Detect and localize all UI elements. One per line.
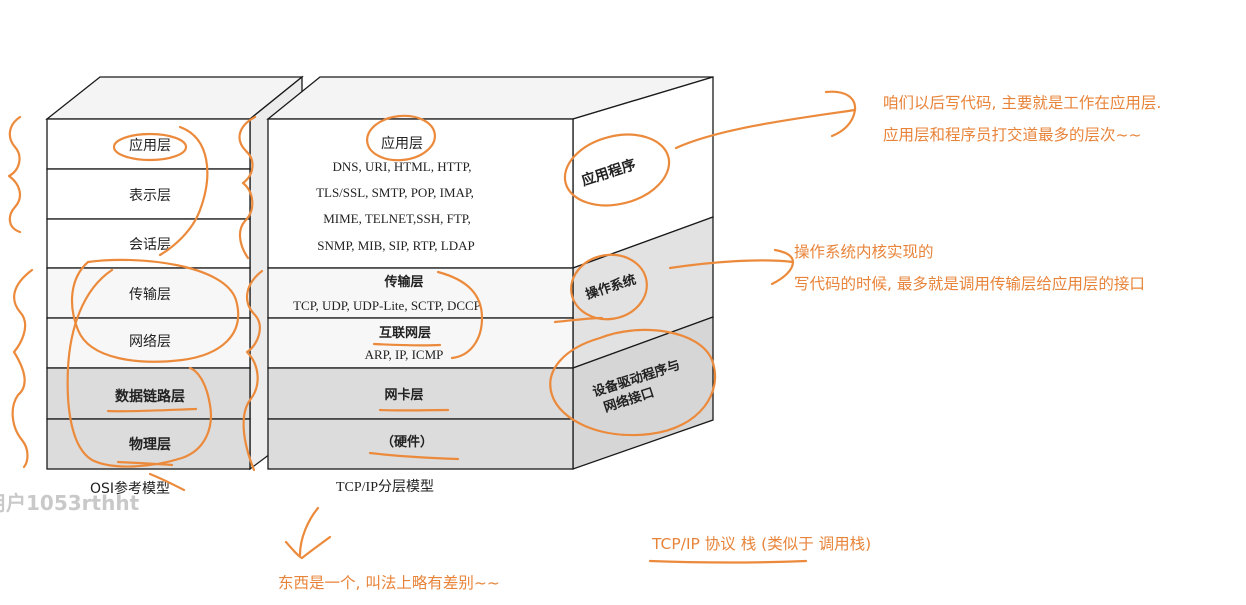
tcpip-application-protocols-4: SNMP, MIB, SIP, RTP, LDAP (317, 238, 474, 253)
osi-stack: 应用层 表示层 会话层 传输层 网络层 数据链路层 物理层 OSI参考模型 (47, 77, 302, 497)
osi-layer-transport: 传输层 (129, 287, 171, 303)
tcpip-application-label: 应用层 (381, 135, 423, 152)
osi-layer-session: 会话层 (129, 237, 171, 253)
note-os-line1: 操作系统内核实现的 (794, 243, 934, 261)
osi-layer-datalink: 数据链路层 (115, 388, 185, 405)
osi-layer-presentation: 表示层 (129, 188, 171, 204)
tcpip-application-protocols-2: TLS/SSL, SMTP, POP, IMAP, (316, 185, 474, 200)
osi-layer-application: 应用层 (129, 137, 171, 154)
underline-stack-note (650, 561, 806, 563)
tcpip-transport-label: 传输层 (383, 274, 423, 290)
tcpip-application-protocols-3: MIME, TELNET,SSH, FTP, (323, 211, 471, 226)
tcpip-transport-protocols: TCP, UDP, UDP-Lite, SCTP, DCCP (293, 298, 481, 313)
osi-layer-network: 网络层 (129, 334, 171, 350)
brace-lower-left (13, 270, 32, 467)
tcpip-internet-label: 互联网层 (379, 326, 431, 341)
note-same-thing: 东西是一个, 叫法上略有差别~~ (278, 574, 500, 592)
tcpip-internet-protocols: ARP, IP, ICMP (365, 347, 444, 362)
note-protocol-stack: TCP/IP 协议 栈 (类似于 调用栈) (651, 535, 871, 553)
tcpip-application-protocols-1: DNS, URI, HTML, HTTP, (332, 159, 471, 174)
brace-upper-left (9, 117, 20, 232)
arrow-down-caption (286, 508, 330, 558)
brace-os-note (772, 250, 793, 284)
note-application-line2: 应用层和程序员打交道最多的层次~~ (883, 125, 1141, 144)
tcpip-caption: TCP/IP分层模型 (336, 479, 434, 495)
watermark: 用户1053rthht (0, 491, 140, 515)
tcpip-link-label: 网卡层 (384, 387, 423, 403)
tcpip-hardware-label: （硬件） (381, 434, 433, 450)
osi-layer-physical: 物理层 (129, 436, 171, 453)
note-application-line1: 咱们以后写代码, 主要就是工作在应用层. (883, 93, 1161, 112)
note-os-line2: 写代码的时候, 最多就是调用传输层给应用层的接口 (794, 274, 1145, 293)
